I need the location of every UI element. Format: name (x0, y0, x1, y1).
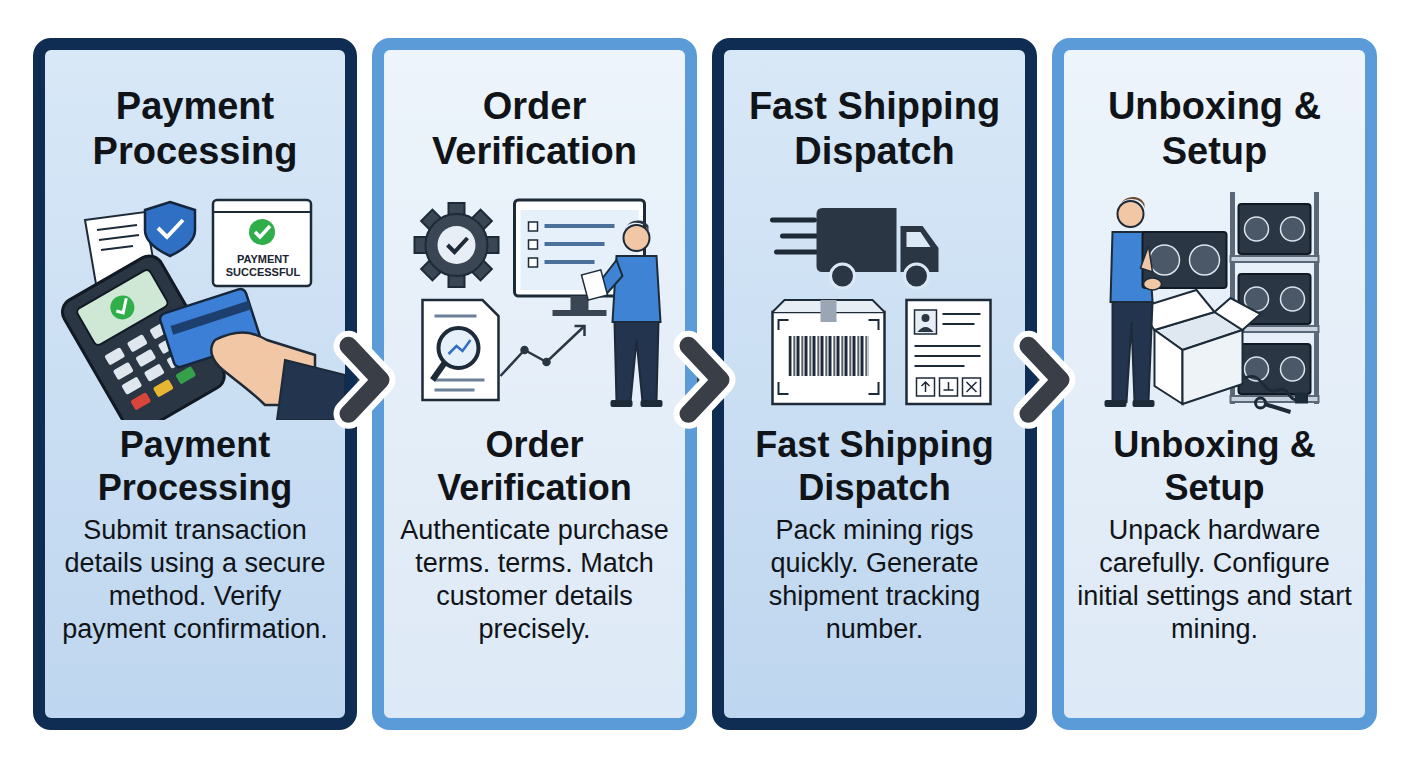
open-box (1139, 290, 1261, 404)
shipping-box (773, 300, 885, 404)
step-heading: Payment Processing (55, 84, 335, 174)
security-shield (145, 202, 195, 256)
step-heading: Order Verification (394, 84, 675, 174)
step-heading: Unboxing & Setup (1074, 424, 1355, 510)
screen-text: PAYMENT SUCCESSFUL (215, 253, 311, 279)
arrow-shaft (1037, 376, 1052, 384)
shipping-label (907, 300, 991, 404)
step-panel: Payment ProcessingPayment ProcessingSubm… (33, 38, 357, 730)
step-description: Authenticate purchase terms. terms. Matc… (394, 514, 675, 646)
success-window (213, 200, 311, 286)
arrow-shaft (697, 376, 712, 384)
step-heading: Payment Processing (55, 424, 335, 510)
step-heading: Fast Shipping Dispatch (734, 424, 1015, 510)
step-description: Pack mining rigs quickly. Generate shipm… (734, 514, 1015, 646)
technician (1105, 197, 1155, 407)
step-description: Unpack hardware carefully. Configure ini… (1074, 514, 1355, 646)
equipment-rack (1231, 192, 1319, 404)
document-magnifier (423, 300, 499, 400)
unboxing-illustration (1064, 190, 1365, 420)
cables-tools (1245, 376, 1307, 412)
speed-lines (773, 220, 821, 252)
delivery-truck (817, 208, 939, 288)
step-heading: Fast Shipping Dispatch (734, 84, 1015, 174)
step-heading: Unboxing & Setup (1074, 84, 1355, 174)
step-panel: Fast Shipping DispatchFast Shipping Disp… (712, 38, 1037, 730)
gear (415, 203, 499, 287)
held-mining-rig (1141, 232, 1227, 290)
step-panel: Order VerificationOrder VerificationAuth… (372, 38, 697, 730)
shipping-illustration (724, 190, 1025, 420)
step-heading: Order Verification (394, 424, 675, 510)
mining-rig (1239, 204, 1311, 254)
payment-illustration (45, 190, 345, 420)
person (581, 220, 662, 407)
step-panel: Unboxing & SetupUnboxing & SetupUnpack h… (1052, 38, 1377, 730)
trend-line (501, 326, 585, 376)
step-description: Submit transaction details using a secur… (55, 514, 335, 646)
verification-illustration (384, 190, 685, 420)
hand (211, 333, 345, 421)
arrow-shaft (357, 376, 372, 384)
